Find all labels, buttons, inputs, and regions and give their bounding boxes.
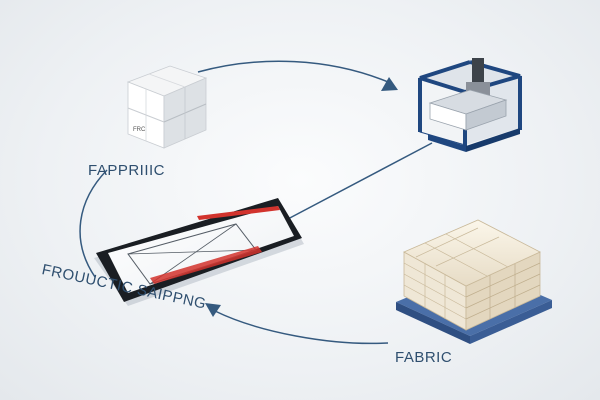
fabric-pallet-icon	[396, 219, 552, 344]
cycle-arrows	[79, 60, 433, 345]
tablet-icon	[94, 198, 304, 306]
label-fapprilic: FAPPRIIIC	[88, 162, 166, 179]
arrow-fabric-to-tablet	[214, 310, 389, 345]
box-stack-icon: FRC	[126, 65, 208, 149]
box-print-label: FRC	[133, 127, 146, 133]
arrow-tablet-to-machine	[285, 142, 433, 221]
label-fabric: FABRIC	[395, 349, 453, 366]
arrowhead-icon	[205, 303, 221, 317]
arrowhead-icon	[381, 77, 398, 91]
machine-icon	[418, 58, 522, 152]
arrow-tablet-to-box	[79, 169, 108, 278]
arrow-box-to-machine	[197, 60, 389, 83]
